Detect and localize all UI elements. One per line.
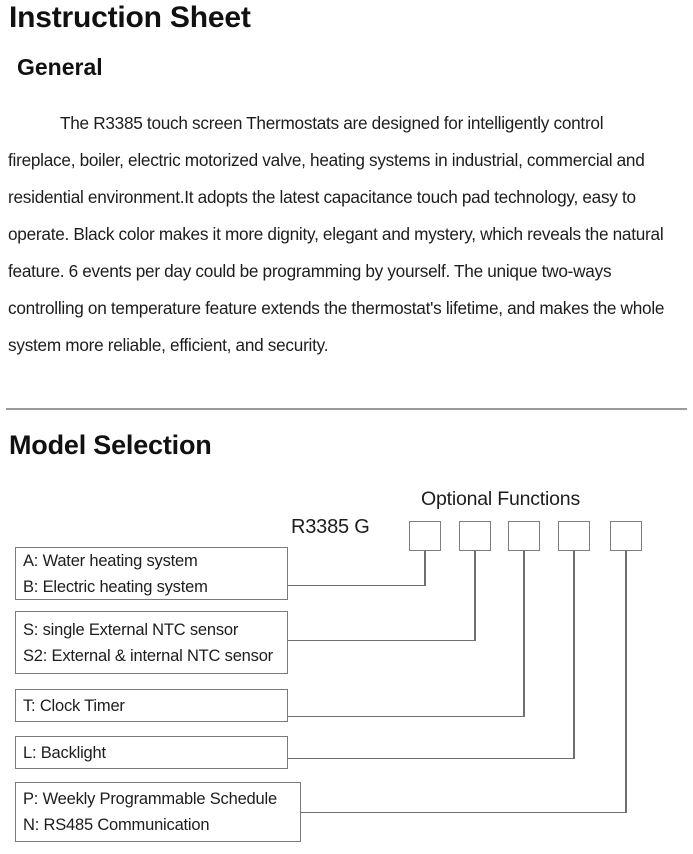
option-slot-5[interactable] [610,521,642,551]
legend-line: A: Water heating system [23,551,198,570]
legend-box-programmable-rs485[interactable]: P: Weekly Programmable Schedule N: RS485… [15,782,301,842]
connector-horizontal-3 [288,715,525,718]
optional-functions-caption: Optional Functions [421,488,580,510]
connector-horizontal-1 [288,584,426,587]
model-code-label: R3385 G [291,516,370,538]
legend-line: S: single External NTC sensor [23,620,239,639]
connector-vertical-4 [573,551,575,759]
legend-line: P: Weekly Programmable Schedule [23,790,277,808]
connector-horizontal-4 [288,757,575,760]
section-heading-model-selection: Model Selection [9,430,212,460]
connector-horizontal-5 [300,811,627,814]
section-heading-general: General [17,54,103,80]
legend-line: T: Clock Timer [23,696,125,715]
option-slot-3[interactable] [508,521,540,551]
section-divider [6,408,687,410]
legend-line: B: Electric heating system [23,577,208,596]
connector-vertical-3 [523,551,525,717]
connector-vertical-5 [625,551,627,812]
legend-box-ntc-sensor[interactable]: S: single External NTC sensor S2: Extern… [15,611,288,674]
general-paragraph: The R3385 touch screen Thermostats are d… [8,113,665,355]
legend-line: L: Backlight [23,743,106,762]
legend-line: N: RS485 Communication [23,816,210,834]
connector-vertical-1 [424,551,426,586]
page-title: Instruction Sheet [9,1,251,34]
connector-vertical-2 [474,551,476,641]
legend-box-heating-system[interactable]: A: Water heating system B: Electric heat… [15,547,288,600]
legend-box-backlight[interactable]: L: Backlight [15,736,288,769]
legend-line: S2: External & internal NTC sensor [23,646,273,665]
legend-box-clock-timer[interactable]: T: Clock Timer [15,689,288,722]
option-slot-1[interactable] [409,521,441,551]
connector-horizontal-2 [288,639,476,642]
option-slot-2[interactable] [459,521,491,551]
option-slot-4[interactable] [558,521,590,551]
